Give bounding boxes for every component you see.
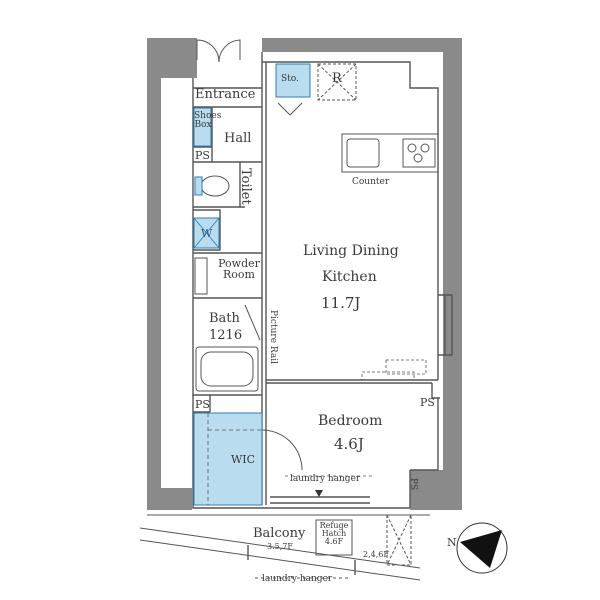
ps-mid-label: PS (195, 398, 210, 411)
powder-room-label: Powder Room (214, 258, 264, 280)
bedroom-size: 4.6J (334, 435, 364, 453)
toilet-label: Toilet (238, 168, 253, 205)
ldk-label-line2: Kitchen (322, 269, 377, 285)
balcony-floors-2: 2,4,6F (363, 550, 389, 559)
shoes-box-line2: Box (194, 120, 212, 130)
shoes-box (193, 107, 212, 147)
storage-label: Sto. (281, 74, 299, 84)
bath-size: 1216 (209, 328, 243, 343)
powder-line1: Powder (218, 257, 260, 270)
compass-north-label: N (447, 536, 457, 549)
bathtub (195, 304, 261, 392)
bedroom-label: Bedroom (318, 413, 383, 429)
balcony-label: Balcony (253, 526, 306, 541)
storage-door (277, 102, 303, 116)
wic-label: WIC (231, 453, 256, 466)
powder-line2: Room (223, 268, 255, 281)
bath-label: Bath (209, 311, 240, 326)
storage-box (275, 63, 311, 98)
aircon-ldk (385, 359, 427, 375)
kitchen-counter (341, 133, 439, 173)
refuge-line2: Hatch (321, 529, 347, 538)
refrigerator-space (317, 63, 357, 101)
powder-sink (194, 257, 208, 295)
compass-icon (456, 522, 508, 574)
toilet-fixture (194, 175, 230, 197)
balcony-floors-1: 3.5,7F (267, 542, 293, 551)
refrigerator-label: R (332, 71, 342, 86)
exterior-walls (147, 38, 462, 510)
refuge-line1: Refuge (319, 521, 349, 530)
refuge-hatch-label: Refuge Hatch 4.6F (316, 522, 352, 546)
shoes-box-label: Shoes Box (194, 111, 222, 130)
refuge-line3: 4.6F (324, 537, 344, 546)
ldk-size: 11.7J (321, 294, 361, 312)
ps-top-label: PS (195, 149, 210, 162)
balcony (139, 514, 430, 581)
entrance-door (196, 39, 241, 63)
picture-rail-label: Picture Rail (268, 310, 278, 364)
washer-label: W (201, 227, 213, 240)
hall-label: Hall (224, 131, 252, 146)
wic-shelf (207, 413, 262, 505)
wic-area (193, 412, 263, 506)
shoes-box-line1: Shoes (194, 111, 222, 121)
wic-door (261, 429, 303, 471)
entry-arrow (315, 490, 323, 497)
entrance-label: Entrance (195, 87, 256, 102)
washer-x (193, 217, 220, 249)
laundry-hanger-outer-label: laundry hanger (262, 574, 333, 584)
ps-right-label: PS (420, 396, 435, 409)
aircon-bedroom (361, 371, 415, 381)
laundry-hanger-inner-label: laundry hanger (290, 474, 361, 484)
counter-label: Counter (352, 177, 390, 187)
ps-side-label: PS (408, 478, 418, 491)
ldk-label-line1: Living Dining (303, 243, 399, 259)
